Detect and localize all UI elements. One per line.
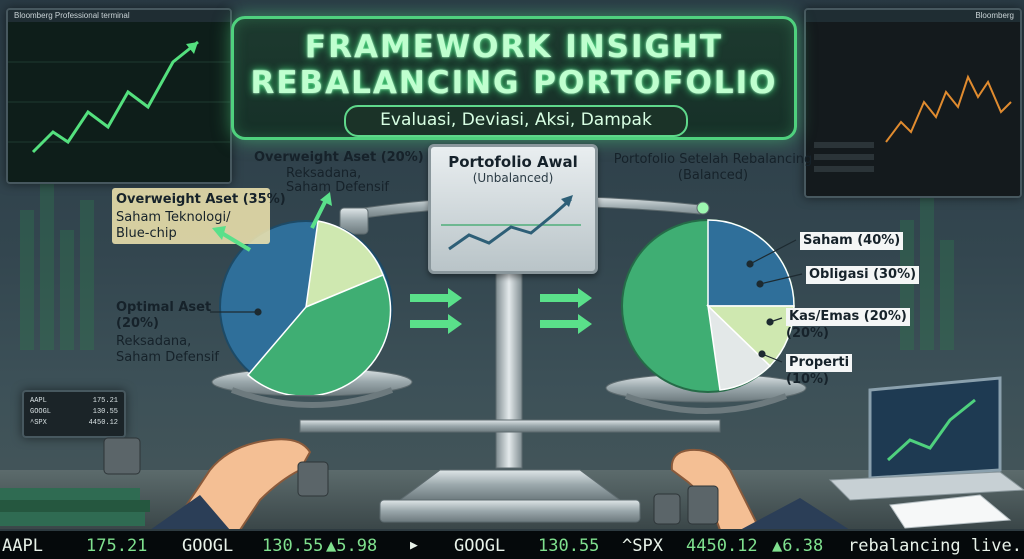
ticker-item: ^SPX xyxy=(622,536,663,556)
arrow-right-icon xyxy=(540,288,592,308)
kas-emas-pct: (20%) xyxy=(786,326,829,341)
quote-symbol: ^SPX xyxy=(30,419,47,427)
quote-value: 130.55 xyxy=(92,408,118,416)
right-monitor: Bloomberg xyxy=(804,8,1022,198)
optimal-line2: Saham Defensif xyxy=(116,350,220,365)
overweight-20-title: Overweight Aset (20%) xyxy=(254,150,424,165)
ticker-item: 175.21 xyxy=(86,536,148,556)
quote-symbol: AAPL xyxy=(30,397,47,405)
ticker-item: AAPL xyxy=(2,536,43,556)
arrow-up-icon xyxy=(320,192,332,206)
overweight-35-title: Overweight Aset (35%) xyxy=(116,192,286,207)
mini-quote-table: AAPL 175.21 GOOGL 130.55 ^SPX 4450.12 xyxy=(22,390,126,438)
ticker-item: GOOGL xyxy=(454,536,506,556)
flow-arrows xyxy=(410,288,592,334)
properti-pct: (10%) xyxy=(786,372,829,387)
properti-label: Properti xyxy=(786,354,853,372)
left-pie-chart xyxy=(219,220,393,395)
overweight-35-highlight xyxy=(112,188,270,244)
right-monitor-chart xyxy=(806,22,1020,196)
mini-quote-row: GOOGL 130.55 xyxy=(30,407,118,418)
ticker-item: 4450.12 xyxy=(686,536,758,556)
overweight-35-line1: Saham Teknologi/ xyxy=(116,210,231,225)
quote-symbol: GOOGL xyxy=(30,408,52,416)
title-line-2: REBALANCING PORTOFOLIO xyxy=(250,65,778,101)
quote-value: 175.21 xyxy=(92,397,118,405)
ticker-item: ▲5.98 xyxy=(326,536,378,556)
saham-label: Saham (40%) xyxy=(800,232,904,250)
weight-icon xyxy=(103,437,141,475)
document-icon xyxy=(889,494,1012,529)
plaque-title: Portofolio Awal xyxy=(448,153,578,171)
ticker-item: 130.55 xyxy=(538,536,600,556)
right-monitor-brand: Bloomberg xyxy=(806,10,1020,22)
left-hand-icon xyxy=(150,438,312,531)
stock-ticker: AAPL 175.21 GOOGL 130.55 ▲5.98 ▶ GOOGL 1… xyxy=(0,529,1024,559)
ticker-separator-icon: ▶ xyxy=(410,538,418,553)
ticker-item: rebalancing live... xyxy=(848,536,1024,556)
lock-icon xyxy=(339,207,369,235)
left-monitor: Bloomberg Professional terminal xyxy=(6,8,232,184)
mini-quote-row: ^SPX 4450.12 xyxy=(30,418,118,429)
weight-icon xyxy=(687,485,719,525)
left-monitor-chart xyxy=(8,22,230,182)
ticker-item: ▲6.38 xyxy=(772,536,824,556)
overweight-20-line1: Reksadana, xyxy=(286,166,362,181)
after-subtitle: (Balanced) xyxy=(677,168,749,183)
optimal-title: Optimal Aset xyxy=(116,300,212,315)
weight-icon xyxy=(653,493,681,525)
arrow-up-icon xyxy=(212,226,226,240)
obligasi-label: Obligasi (30%) xyxy=(806,266,920,284)
weight-icon xyxy=(297,461,329,497)
laptop-icon xyxy=(828,376,1024,501)
arrow-right-icon xyxy=(410,314,462,334)
initial-portfolio-plaque: Portofolio Awal (Unbalanced) xyxy=(428,144,598,274)
mini-quote-row: AAPL 175.21 xyxy=(30,396,118,407)
plaque-chart-icon xyxy=(441,195,581,251)
left-monitor-brand: Bloomberg Professional terminal xyxy=(8,10,230,22)
ticker-item: GOOGL xyxy=(182,536,234,556)
arrow-right-icon xyxy=(540,314,592,334)
title-line-1: FRAMEWORK INSIGHT xyxy=(304,29,724,65)
after-title: Portofolio Setelah Rebalancing xyxy=(613,152,813,167)
overweight-20-line2: Saham Defensif xyxy=(286,180,390,195)
subtitle-pill: Evaluasi, Deviasi, Aksi, Dampak xyxy=(344,105,688,137)
optimal-line1: Reksadana, xyxy=(116,334,192,349)
ticker-item: 130.55 xyxy=(262,536,324,556)
overweight-35-line2: Blue-chip xyxy=(116,226,177,241)
kas-emas-label: Kas/Emas (20%) xyxy=(786,308,910,326)
title-box: FRAMEWORK INSIGHT REBALANCING PORTOFOLIO… xyxy=(231,16,797,140)
arrow-right-icon xyxy=(410,288,462,308)
quote-value: 4450.12 xyxy=(88,419,118,427)
optimal-pct: (20%) xyxy=(116,316,159,331)
plaque-subtitle: (Unbalanced) xyxy=(472,171,554,185)
